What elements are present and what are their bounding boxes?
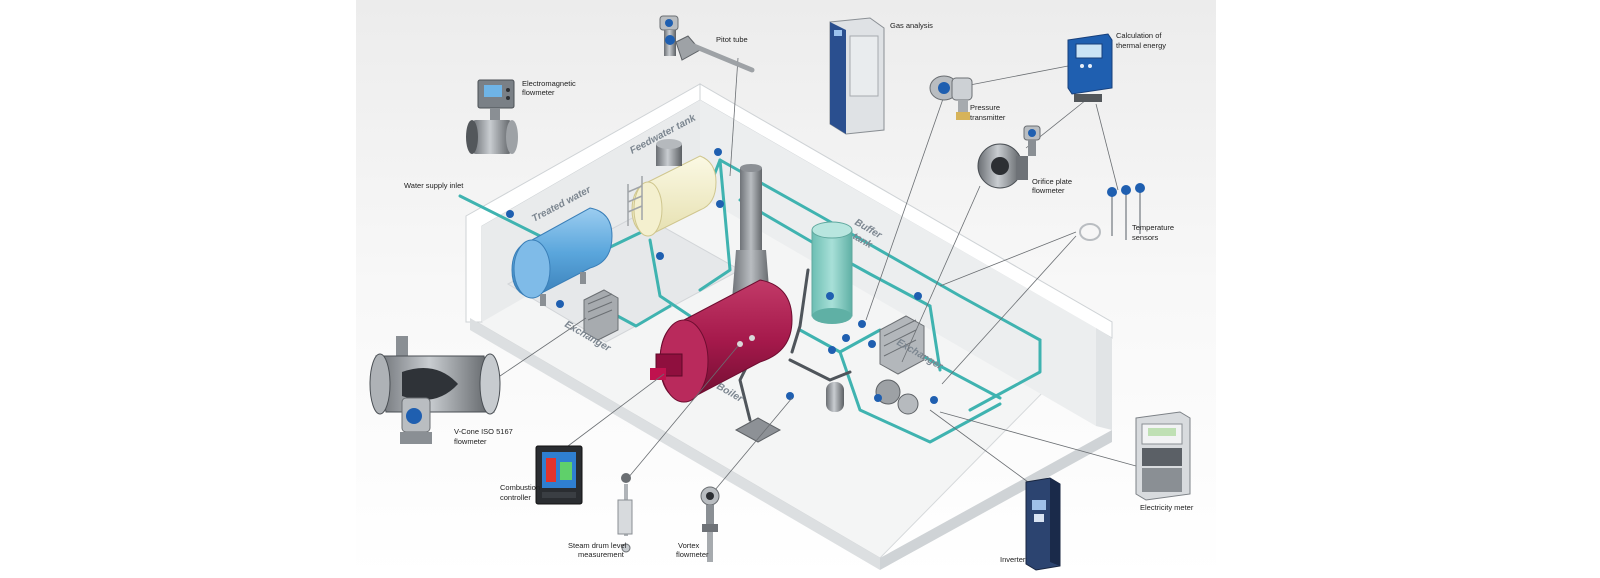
leader-vcone xyxy=(499,317,587,377)
exchanger-left-unit xyxy=(583,289,619,341)
label-combustion-1: Combustion xyxy=(500,483,540,492)
steam-drum-level-icon xyxy=(617,473,633,553)
electromagnetic-flowmeter-icon xyxy=(466,79,518,154)
pipe-exchanger-right xyxy=(928,304,942,372)
label-vortex-2: flowmeter xyxy=(676,550,709,559)
floor-edge-left xyxy=(470,318,880,570)
orifice-plate-flowmeter-icon xyxy=(977,125,1041,189)
label-pressure-2: transmitter xyxy=(970,113,1006,122)
pipe-right-return xyxy=(968,338,1042,412)
valves xyxy=(506,148,938,404)
leader-temp-a xyxy=(939,231,1077,287)
deaerator-vessel xyxy=(826,382,844,412)
drain-grate xyxy=(734,417,782,443)
label-pressure-1: Pressure xyxy=(970,103,1000,112)
pipe-supply-inlet xyxy=(458,194,542,238)
pipe-feed-riser xyxy=(698,158,732,292)
leader-electricity xyxy=(939,411,1137,467)
label-steam-1: Steam drum level xyxy=(568,541,627,550)
label-electromagnetic-1: Electromagnetic xyxy=(522,79,576,88)
buffer-tank xyxy=(811,221,853,324)
pressure-transmitter-icon xyxy=(929,75,973,120)
label-temperature-2: sensors xyxy=(1132,233,1159,242)
label-steam-2: measurement xyxy=(578,550,625,559)
label-gas-analysis: Gas analysis xyxy=(890,21,933,30)
label-thermal-1: Calculation of xyxy=(1116,31,1162,40)
pitot-tube-icon xyxy=(659,15,755,73)
label-thermal-2: thermal energy xyxy=(1116,41,1166,50)
label-vcone-1: V-Cone ISO 5167 xyxy=(454,427,513,436)
label-electricity-meter: Electricity meter xyxy=(1140,503,1194,512)
vortex-flowmeter-icon xyxy=(700,486,720,562)
vcone-flowmeter-icon xyxy=(369,336,501,444)
treated-water-tank xyxy=(511,207,613,306)
label-vcone-2: flowmeter xyxy=(454,437,487,446)
feedwater-tank xyxy=(627,139,717,237)
leader-pitot xyxy=(729,57,739,177)
label-combustion-2: controller xyxy=(500,493,531,502)
pipe-loop-front xyxy=(838,350,1002,444)
combustion-controller-icon xyxy=(535,445,583,505)
steam-line-link xyxy=(788,358,852,382)
steam-line-buffer xyxy=(790,268,810,354)
pipe-top-run xyxy=(718,158,1042,342)
leader-orifice xyxy=(901,185,981,363)
pipe-down-boiler xyxy=(648,238,692,318)
leader-inverter xyxy=(929,409,1029,483)
wall-right-edge xyxy=(1096,328,1112,430)
leader-vortex xyxy=(709,397,793,497)
thermal-energy-calculator-icon xyxy=(1067,33,1113,102)
label-orifice-1: Orifice plate xyxy=(1032,177,1072,186)
leader-pressure xyxy=(865,95,945,321)
wall-right-face xyxy=(700,100,1096,426)
label-inverter: Inverter xyxy=(1000,555,1026,564)
inverter-icon xyxy=(1025,477,1061,571)
exchanger-right-unit xyxy=(879,315,925,375)
floor-edge-right xyxy=(880,430,1112,570)
leader-combustion xyxy=(559,373,665,453)
electricity-meter-icon xyxy=(1135,411,1191,501)
leader-thermal-c xyxy=(1095,103,1119,191)
leader-steam-drum xyxy=(627,345,739,479)
label-vortex-1: Vortex xyxy=(678,541,700,550)
label-pitot-tube: Pitot tube xyxy=(716,35,748,44)
label-orifice-2: flowmeter xyxy=(1032,186,1065,195)
gas-analysis-cabinet-icon xyxy=(829,17,885,135)
label-temperature-1: Temperature xyxy=(1132,223,1174,232)
label-electromagnetic-2: flowmeter xyxy=(522,88,555,97)
temperature-sensors-icon xyxy=(1079,183,1145,241)
label-water-supply-inlet: Water supply inlet xyxy=(404,181,464,190)
boiler xyxy=(650,279,793,403)
leader-temp-b xyxy=(941,235,1077,385)
